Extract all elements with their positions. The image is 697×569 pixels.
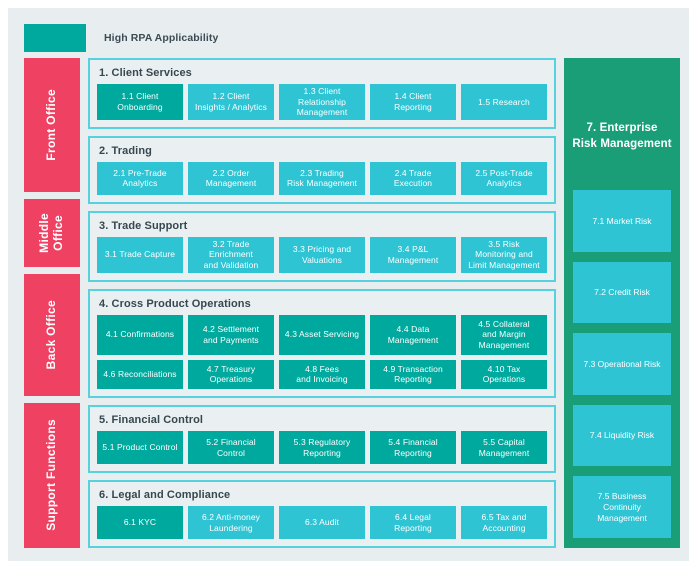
process-box[interactable]: 3.4 P&L Management — [370, 236, 456, 273]
process-box[interactable]: 1.3 Client Relationship Management — [279, 84, 365, 120]
risk-box[interactable]: 7.1 Market Risk — [573, 190, 671, 252]
process-box[interactable]: 4.9 Transaction Reporting — [370, 359, 456, 390]
process-box[interactable]: 4.1 Confirmations — [97, 314, 183, 355]
process-box[interactable]: 5.3 Regulatory Reporting — [279, 431, 365, 465]
risk-box[interactable]: 7.5 Business Continuity Management — [573, 476, 671, 538]
process-box[interactable]: 3.5 Risk Monitoring and Limit Management — [461, 236, 547, 273]
process-box[interactable]: 6.4 Legal Reporting — [370, 506, 456, 539]
process-box[interactable]: 3.3 Pricing and Valuations — [279, 236, 365, 273]
section-title: 1. Client Services — [99, 67, 192, 79]
legend: High RPA Applicability — [24, 23, 218, 53]
process-box[interactable]: 1.2 Client Insights / Analytics — [188, 84, 274, 120]
office-band-label: Front Office — [44, 89, 59, 161]
process-box[interactable]: 4.3 Asset Servicing — [279, 314, 365, 355]
process-box[interactable]: 2.4 Trade Execution — [370, 161, 456, 195]
process-box[interactable]: 5.4 Financial Reporting — [370, 431, 456, 465]
process-box[interactable]: 6.2 Anti-money Laundering — [188, 506, 274, 539]
office-band-label: Middle Office — [37, 212, 65, 253]
risk-box[interactable]: 7.3 Operational Risk — [573, 333, 671, 395]
process-box[interactable]: 6.1 KYC — [97, 506, 183, 539]
section-title: 2. Trading — [99, 144, 152, 157]
enterprise-risk-list: 7.1 Market Risk 7.2 Credit Risk 7.3 Operat… — [564, 190, 680, 548]
enterprise-risk-title: 7. Enterprise Risk Management — [572, 122, 672, 150]
risk-box[interactable]: 7.2 Credit Risk — [573, 261, 671, 324]
process-box[interactable]: 1.1 Client Onboarding — [97, 84, 183, 120]
process-box[interactable]: 4.5 Collateral and Margin Management — [461, 314, 547, 355]
office-band-label: Support Functions — [44, 419, 59, 532]
process-box[interactable]: 2.3 Trading Risk Management — [279, 161, 365, 195]
process-box[interactable]: 4.6 Reconciliations — [97, 359, 183, 390]
process-box[interactable]: 6.5 Tax and Accounting — [461, 506, 547, 539]
process-box[interactable]: 1.5 Research — [461, 84, 547, 120]
process-box[interactable]: 5.2 Financial Control — [188, 431, 274, 465]
office-band: Front Office — [24, 58, 80, 192]
enterprise-risk-column: 7. Enterprise Risk Management 7.1 Market… — [564, 58, 680, 548]
process-box[interactable]: 3.2 Trade Enrichment and Validation — [188, 236, 274, 273]
legend-label: High RPA Applicability — [104, 32, 219, 44]
office-band-label: Back Office — [44, 299, 59, 370]
process-box[interactable]: 4.2 Settlement and Payments — [188, 314, 274, 355]
process-box[interactable]: 4.4 Data Management — [370, 314, 456, 355]
process-box[interactable]: 5.5 Capital Management — [461, 431, 547, 465]
process-box[interactable]: 4.8 Fees and Invoicing — [279, 359, 365, 390]
process-box[interactable]: 1.4 Client Reporting — [370, 84, 456, 120]
section-title: 6. Legal and Compliance — [99, 489, 231, 502]
section-panel: 4. Cross Product Operations 4.1 Confirmat… — [88, 288, 556, 399]
section-title: 4. Cross Product Operations — [99, 297, 251, 310]
process-box[interactable]: 4.7 Treasury Operations — [188, 359, 274, 390]
process-box[interactable]: 5.1 Product Control — [97, 431, 183, 465]
process-box[interactable]: 2.2 Order Management — [188, 161, 274, 195]
section-title: 5. Financial Control — [99, 414, 204, 427]
process-box[interactable]: 2.5 Post-Trade Analytics — [461, 161, 547, 195]
office-band: Support Functions — [24, 402, 80, 548]
process-box[interactable]: 6.3 Audit — [279, 506, 365, 539]
legend-swatch-high-rpa — [24, 24, 86, 52]
office-band: Back Office — [24, 273, 80, 396]
process-box[interactable]: 3.1 Trade Capture — [97, 236, 183, 273]
process-box[interactable]: 4.10 Tax Operations — [461, 359, 547, 390]
risk-box[interactable]: 7.4 Liquidity Risk — [573, 404, 671, 467]
office-band: Middle Office — [24, 198, 80, 267]
process-box[interactable]: 2.1 Pre-Trade Analytics — [97, 161, 183, 195]
section-title: 3. Trade Support — [99, 219, 188, 232]
